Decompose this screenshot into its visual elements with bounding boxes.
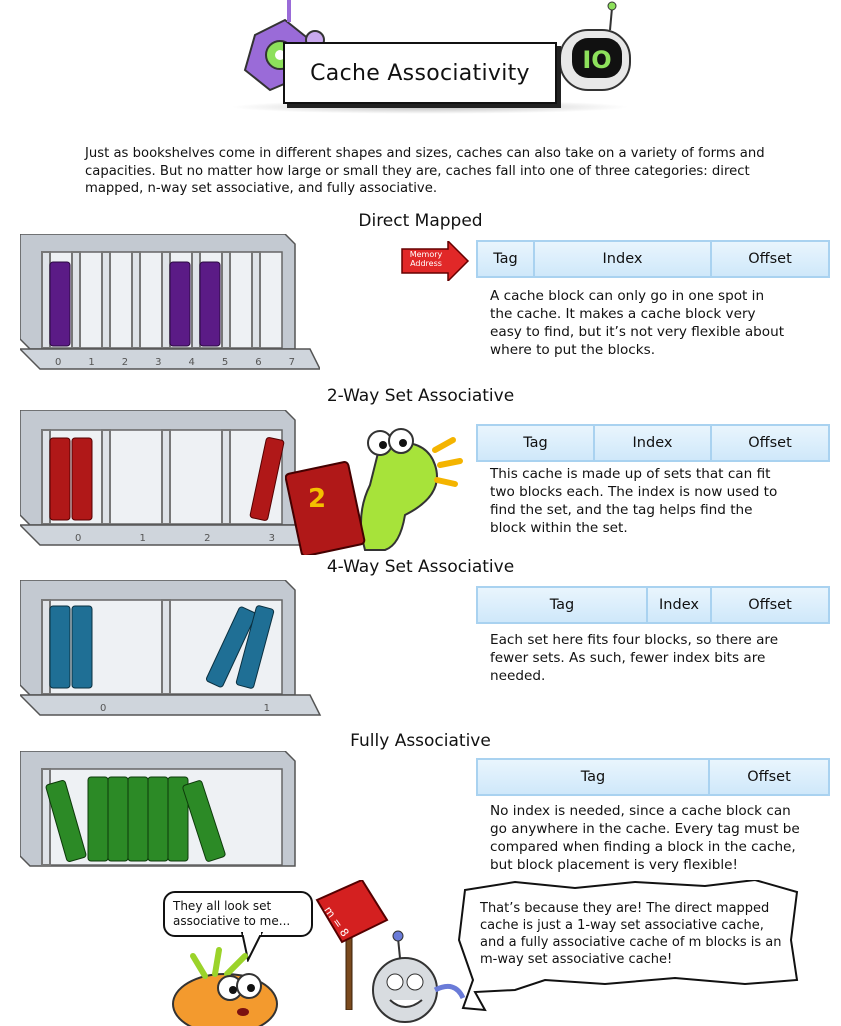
- field-tag: Tag: [478, 426, 595, 460]
- field-tag: Tag: [478, 588, 648, 622]
- field-index: Index: [595, 426, 712, 460]
- field-offset: Offset: [748, 251, 792, 267]
- address-fields-fully-associative: Tag Offset: [476, 758, 830, 796]
- speech-bubble-right: That’s because they are! The direct mapp…: [480, 901, 782, 967]
- book-number-label: 2: [308, 484, 327, 514]
- bookshelf-fully-associative: [20, 751, 296, 867]
- green-robot-icon: IO: [559, 1, 631, 91]
- bookshelf-4-way: [20, 580, 322, 716]
- field-index: Index: [535, 242, 712, 276]
- section-title-fully-associative: Fully Associative: [350, 731, 491, 751]
- robot-badge-text: IO: [582, 46, 611, 74]
- slot-label: 1: [139, 533, 146, 544]
- slot-label: 3: [155, 357, 162, 368]
- slot-label: 4: [188, 357, 195, 368]
- arrow-right-icon: [401, 239, 470, 283]
- lizard-mascot-icon: [285, 428, 463, 555]
- address-fields-2-way: Tag Index Offset: [476, 424, 830, 462]
- slot-label: 0: [100, 703, 107, 714]
- memory-address-label: Memory Address: [409, 250, 443, 268]
- field-offset: Offset: [748, 597, 792, 613]
- section-title-4-way: 4-Way Set Associative: [326, 557, 515, 577]
- slot-labels-direct: 0 1 2 3 4 5 6 7: [55, 357, 295, 368]
- bookshelf-direct-mapped: [20, 234, 320, 370]
- slot-label: 0: [55, 357, 62, 368]
- bubble-tail-left: [240, 932, 264, 962]
- red-sign-icon: [315, 880, 389, 1010]
- bookshelf-2-way: [20, 410, 322, 546]
- description-4-way: Each set here fits four blocks, so there…: [490, 632, 779, 684]
- field-offset: Offset: [748, 435, 792, 451]
- intro-paragraph: Just as bookshelves come in different sh…: [85, 146, 765, 196]
- speech-bubble-right-shape: [457, 880, 799, 1012]
- slot-labels-4-way: 0 1: [100, 703, 270, 714]
- field-offset: Offset: [747, 769, 791, 785]
- page-title: Cache Associativity: [283, 42, 557, 104]
- grey-robot-icon: [372, 930, 466, 1023]
- slot-label: 2: [204, 533, 211, 544]
- memory-address-arrow: Memory Address: [400, 239, 470, 283]
- address-fields-direct: Tag Index Offset: [476, 240, 830, 278]
- field-tag: Tag: [478, 242, 535, 276]
- field-index: Index: [648, 588, 712, 622]
- section-title-2-way: 2-Way Set Associative: [326, 386, 515, 406]
- section-title-direct-mapped: Direct Mapped: [358, 211, 483, 231]
- field-tag: Tag: [478, 760, 710, 794]
- slot-label: 7: [288, 357, 295, 368]
- description-fully-associative: No index is needed, since a cache block …: [490, 803, 800, 873]
- slot-label: 6: [255, 357, 262, 368]
- slot-labels-2-way: 0 1 2 3: [75, 533, 275, 544]
- speech-bubble-left: They all look set associative to me...: [163, 891, 313, 937]
- slot-label: 1: [263, 703, 270, 714]
- description-direct: A cache block can only go in one spot in…: [490, 288, 785, 358]
- slot-label: 5: [221, 357, 229, 368]
- slot-label: 3: [268, 533, 275, 544]
- slot-label: 0: [75, 533, 82, 544]
- slot-label: 1: [88, 357, 95, 368]
- description-2-way: This cache is made up of sets that can f…: [490, 466, 778, 536]
- slot-label: 2: [121, 357, 129, 368]
- orange-creature-icon: [172, 947, 278, 1026]
- address-fields-4-way: Tag Index Offset: [476, 586, 830, 624]
